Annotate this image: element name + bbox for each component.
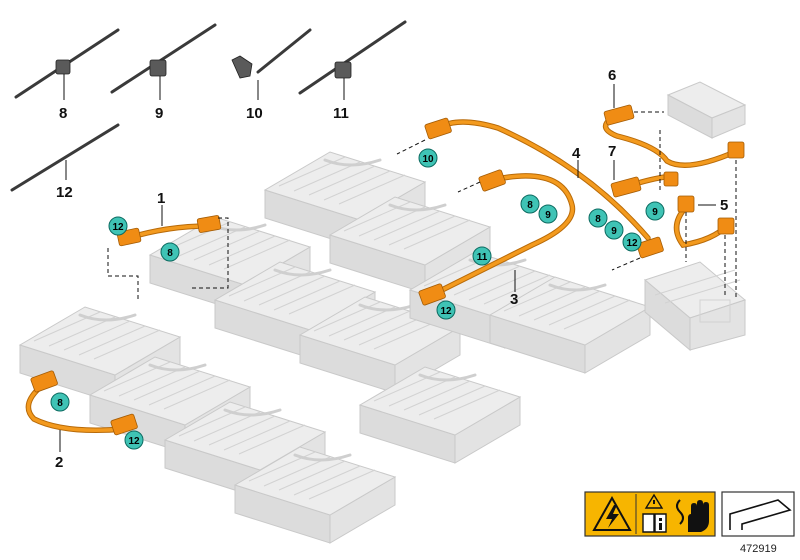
hv-cable-6 (602, 84, 745, 300)
svg-text:12: 12 (440, 306, 452, 317)
cable-tie-9 (110, 23, 217, 100)
no-touch-hand-icon (676, 499, 709, 532)
ref-marker: 9 (604, 220, 624, 240)
cable-clip-10 (231, 28, 312, 100)
ref-marker: 12 (622, 232, 642, 252)
hv-cable-2 (25, 370, 138, 452)
part-label-2: 2 (55, 454, 63, 471)
svg-text:9: 9 (652, 207, 658, 218)
ref-marker: 8 (588, 208, 608, 228)
svg-text:10: 10 (422, 154, 434, 165)
hv-cable-7 (610, 130, 679, 198)
high-voltage-warning-icon (592, 495, 632, 531)
part-label-12: 12 (56, 184, 73, 201)
part-label-5: 5 (720, 197, 728, 214)
warning-panel: 472919 (584, 491, 795, 555)
ref-marker: 8 (50, 392, 70, 412)
part-labels: 1 2 3 4 5 6 7 8 9 10 11 12 (55, 67, 728, 471)
cable-tie-11 (298, 20, 407, 100)
svg-text:9: 9 (611, 226, 617, 237)
part-label-3: 3 (510, 291, 518, 308)
part-label-1: 1 (157, 190, 165, 207)
reference-markers: 12 8 10 8 9 11 12 8 9 12 9 8 12 (50, 148, 665, 450)
hv-cable-3 (418, 169, 576, 306)
ref-marker: 11 (472, 246, 492, 266)
ref-marker: 9 (645, 201, 665, 221)
part-label-4: 4 (572, 145, 581, 162)
cable-tie-12 (10, 123, 120, 192)
svg-text:8: 8 (167, 248, 173, 259)
drawing-number: 472919 (740, 543, 777, 555)
svg-text:12: 12 (112, 222, 124, 233)
ref-marker: 12 (436, 300, 456, 320)
svg-text:11: 11 (477, 252, 488, 263)
svg-text:8: 8 (595, 214, 601, 225)
control-unit (666, 81, 747, 139)
svg-text:8: 8 (57, 398, 63, 409)
svg-text:9: 9 (545, 210, 551, 221)
installation-note-icon (721, 491, 795, 537)
hv-cable-4 (396, 117, 664, 271)
junction-box (643, 261, 747, 352)
ref-marker: 8 (160, 242, 180, 262)
ref-marker: 12 (108, 216, 128, 236)
ref-marker: 9 (538, 204, 558, 224)
ref-marker: 10 (418, 148, 438, 168)
read-manual-icon (642, 493, 667, 533)
hv-cable-5 (673, 195, 735, 295)
part-label-7: 7 (608, 143, 616, 160)
ref-marker: 8 (520, 194, 540, 214)
part-label-11: 11 (333, 105, 349, 122)
svg-text:12: 12 (128, 436, 140, 447)
part-label-8: 8 (59, 105, 67, 122)
part-label-9: 9 (155, 105, 163, 122)
ref-marker: 12 (124, 430, 144, 450)
svg-text:8: 8 (527, 200, 533, 211)
part-label-6: 6 (608, 67, 616, 84)
cable-tie-8 (14, 28, 120, 100)
part-label-10: 10 (246, 105, 263, 122)
svg-text:12: 12 (626, 238, 638, 249)
